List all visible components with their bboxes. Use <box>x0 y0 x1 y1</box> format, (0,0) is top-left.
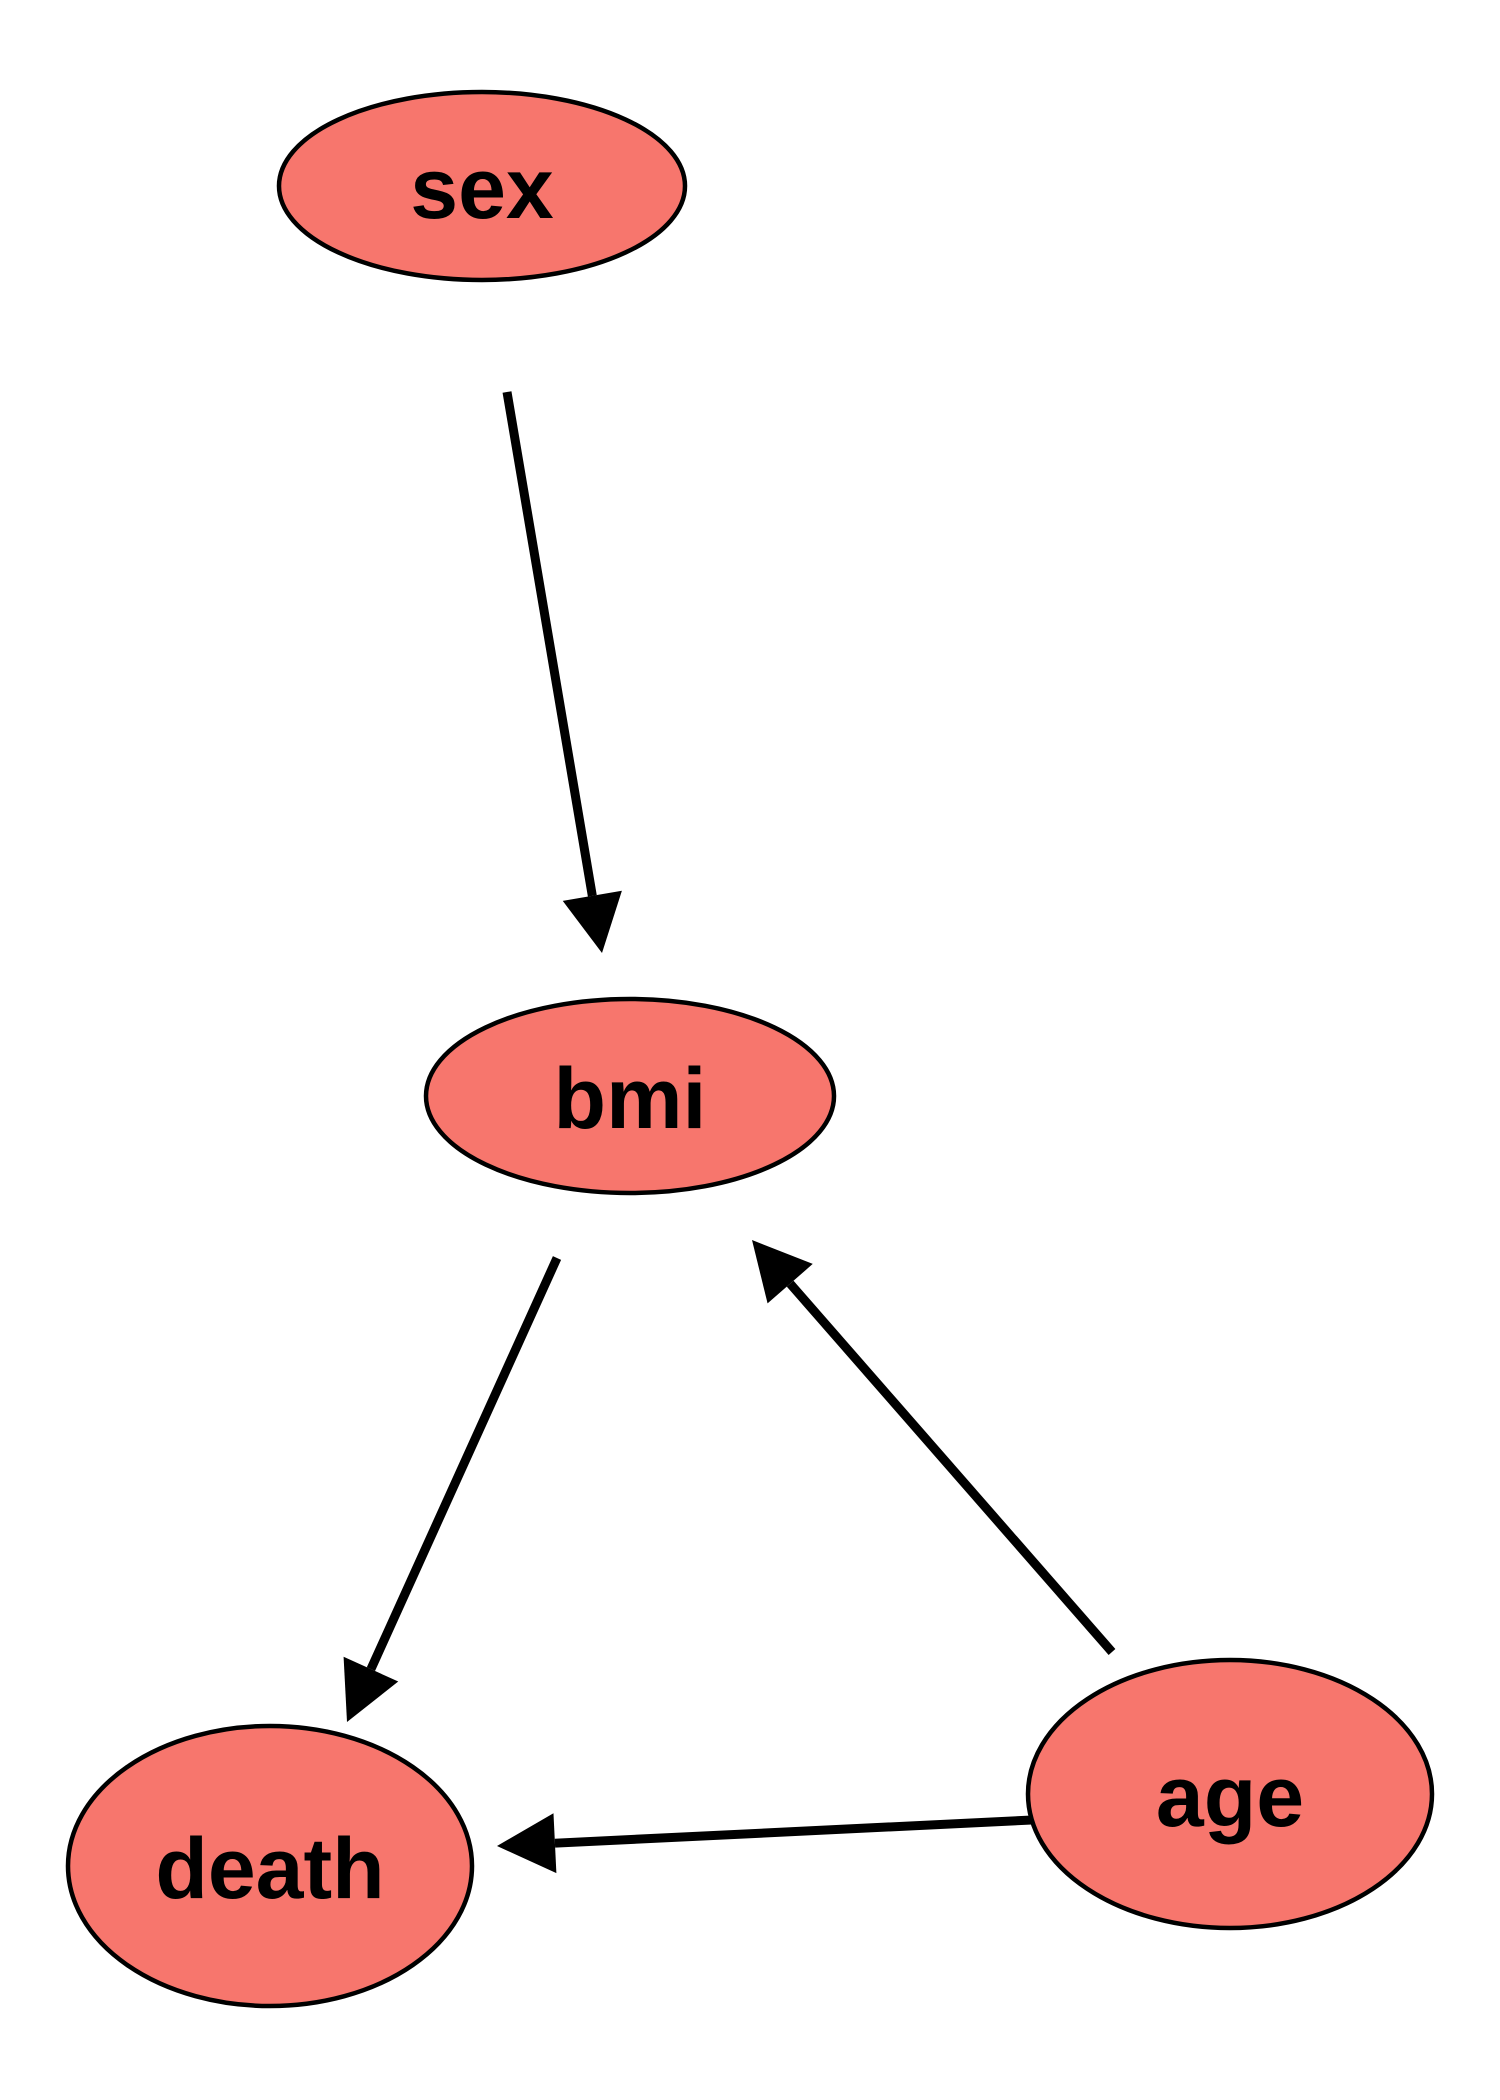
arrowhead-sex-bmi <box>562 890 622 953</box>
edge-bmi-to-death[interactable] <box>343 1256 562 1722</box>
edge-age-to-bmi[interactable] <box>752 1240 1116 1655</box>
arrowhead-age-death <box>497 1813 557 1874</box>
edge-line-age-bmi <box>786 1280 1116 1655</box>
node-age[interactable]: age <box>1025 1657 1435 1931</box>
edge-sex-to-bmi[interactable] <box>502 391 622 953</box>
node-sex-ellipse <box>276 89 688 283</box>
edge-age-to-death[interactable] <box>497 1813 1033 1874</box>
node-sex[interactable]: sex <box>276 89 688 283</box>
node-group: sex bmi death age <box>65 89 1435 2009</box>
node-death-ellipse <box>65 1723 475 2009</box>
edge-line-age-death <box>554 1815 1033 1848</box>
edge-group <box>343 391 1116 1874</box>
node-bmi[interactable]: bmi <box>423 996 837 1196</box>
arrowhead-bmi-death <box>343 1656 399 1722</box>
node-bmi-ellipse <box>423 996 837 1196</box>
edge-line-sex-bmi <box>502 391 597 897</box>
node-death[interactable]: death <box>65 1723 475 2009</box>
arrowhead-age-bmi <box>752 1240 813 1304</box>
node-age-ellipse <box>1025 1657 1435 1931</box>
edge-line-bmi-death <box>366 1256 562 1672</box>
